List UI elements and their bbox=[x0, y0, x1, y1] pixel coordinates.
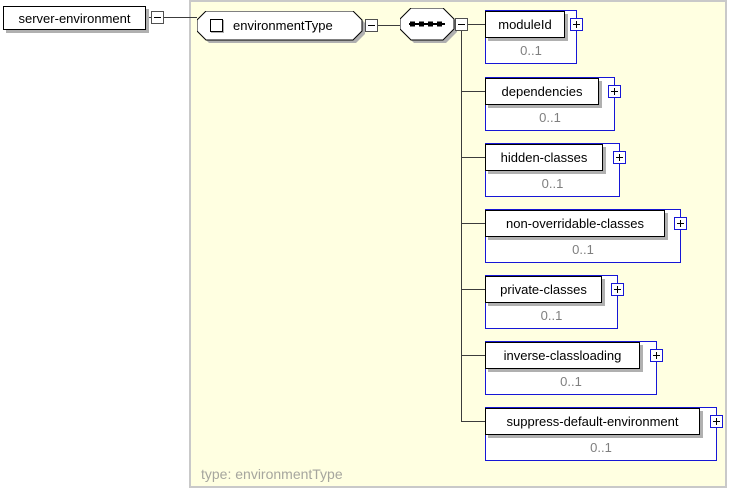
element-box[interactable]: non-overridable-classes bbox=[485, 210, 665, 237]
connector-line bbox=[468, 24, 485, 25]
connector-line bbox=[461, 91, 485, 92]
expand-icon[interactable] bbox=[608, 85, 621, 98]
collapse-icon[interactable] bbox=[151, 11, 164, 24]
cardinality-label: 0..1 bbox=[560, 374, 582, 389]
child-element-row: hidden-classes 0..1 bbox=[485, 143, 626, 197]
expand-icon[interactable] bbox=[710, 415, 723, 428]
cardinality-label: 0..1 bbox=[541, 176, 564, 191]
expand-icon[interactable] bbox=[650, 349, 663, 362]
element-box[interactable]: suppress-default-environment bbox=[485, 408, 700, 435]
collapse-icon[interactable] bbox=[455, 18, 468, 31]
complex-type-box[interactable]: environmentType bbox=[197, 11, 362, 40]
expand-icon[interactable] bbox=[613, 151, 626, 164]
connector-line bbox=[461, 223, 485, 224]
child-element-row: dependencies 0..1 bbox=[485, 77, 621, 131]
expand-icon[interactable] bbox=[611, 283, 624, 296]
child-element-row: private-classes 0..1 bbox=[485, 275, 624, 329]
trunk-line bbox=[461, 31, 462, 421]
element-box[interactable]: moduleId bbox=[485, 11, 565, 38]
child-element-row: non-overridable-classes 0..1 bbox=[485, 209, 687, 263]
complex-type-label: environmentType bbox=[233, 18, 333, 33]
complex-type-icon bbox=[210, 19, 223, 32]
complex-type-shape[interactable] bbox=[197, 11, 367, 45]
element-box[interactable]: dependencies bbox=[485, 78, 599, 105]
sequence-icon bbox=[409, 21, 445, 27]
element-label: suppress-default-environment bbox=[506, 414, 679, 429]
element-label: private-classes bbox=[500, 282, 587, 297]
element-label: non-overridable-classes bbox=[505, 216, 644, 231]
connector-line bbox=[164, 17, 197, 18]
shape-outline bbox=[197, 11, 363, 41]
cardinality-label: 0..1 bbox=[590, 440, 612, 455]
sequence-compositor[interactable] bbox=[400, 8, 458, 44]
root-element-box[interactable]: server-environment bbox=[3, 6, 146, 30]
cardinality-label: 0..1 bbox=[539, 110, 561, 125]
connector-line bbox=[146, 17, 151, 18]
type-caption: type: environmentType bbox=[201, 466, 343, 482]
element-box[interactable]: inverse-classloading bbox=[485, 342, 640, 369]
connector-line bbox=[461, 355, 485, 356]
root-element-label: server-environment bbox=[18, 10, 131, 26]
collapse-icon[interactable] bbox=[365, 19, 378, 32]
element-label: moduleId bbox=[498, 17, 552, 32]
cardinality-label: 0..1 bbox=[572, 242, 594, 257]
child-element-row: moduleId 0..1 bbox=[485, 10, 583, 64]
connector-line bbox=[461, 157, 485, 158]
element-box[interactable]: private-classes bbox=[485, 276, 602, 303]
connector-line bbox=[461, 421, 485, 422]
element-label: hidden-classes bbox=[500, 150, 588, 165]
element-label: inverse-classloading bbox=[503, 348, 622, 363]
connector-line bbox=[461, 289, 485, 290]
child-element-row: suppress-default-environment 0..1 bbox=[485, 407, 723, 461]
connector-line bbox=[378, 25, 400, 26]
expand-icon[interactable] bbox=[674, 217, 687, 230]
cardinality-label: 0..1 bbox=[540, 308, 563, 323]
element-label: dependencies bbox=[501, 84, 583, 99]
child-element-row: inverse-classloading 0..1 bbox=[485, 341, 663, 395]
cardinality-label: 0..1 bbox=[520, 43, 542, 58]
expand-icon[interactable] bbox=[570, 18, 583, 31]
element-box[interactable]: hidden-classes bbox=[485, 144, 603, 171]
